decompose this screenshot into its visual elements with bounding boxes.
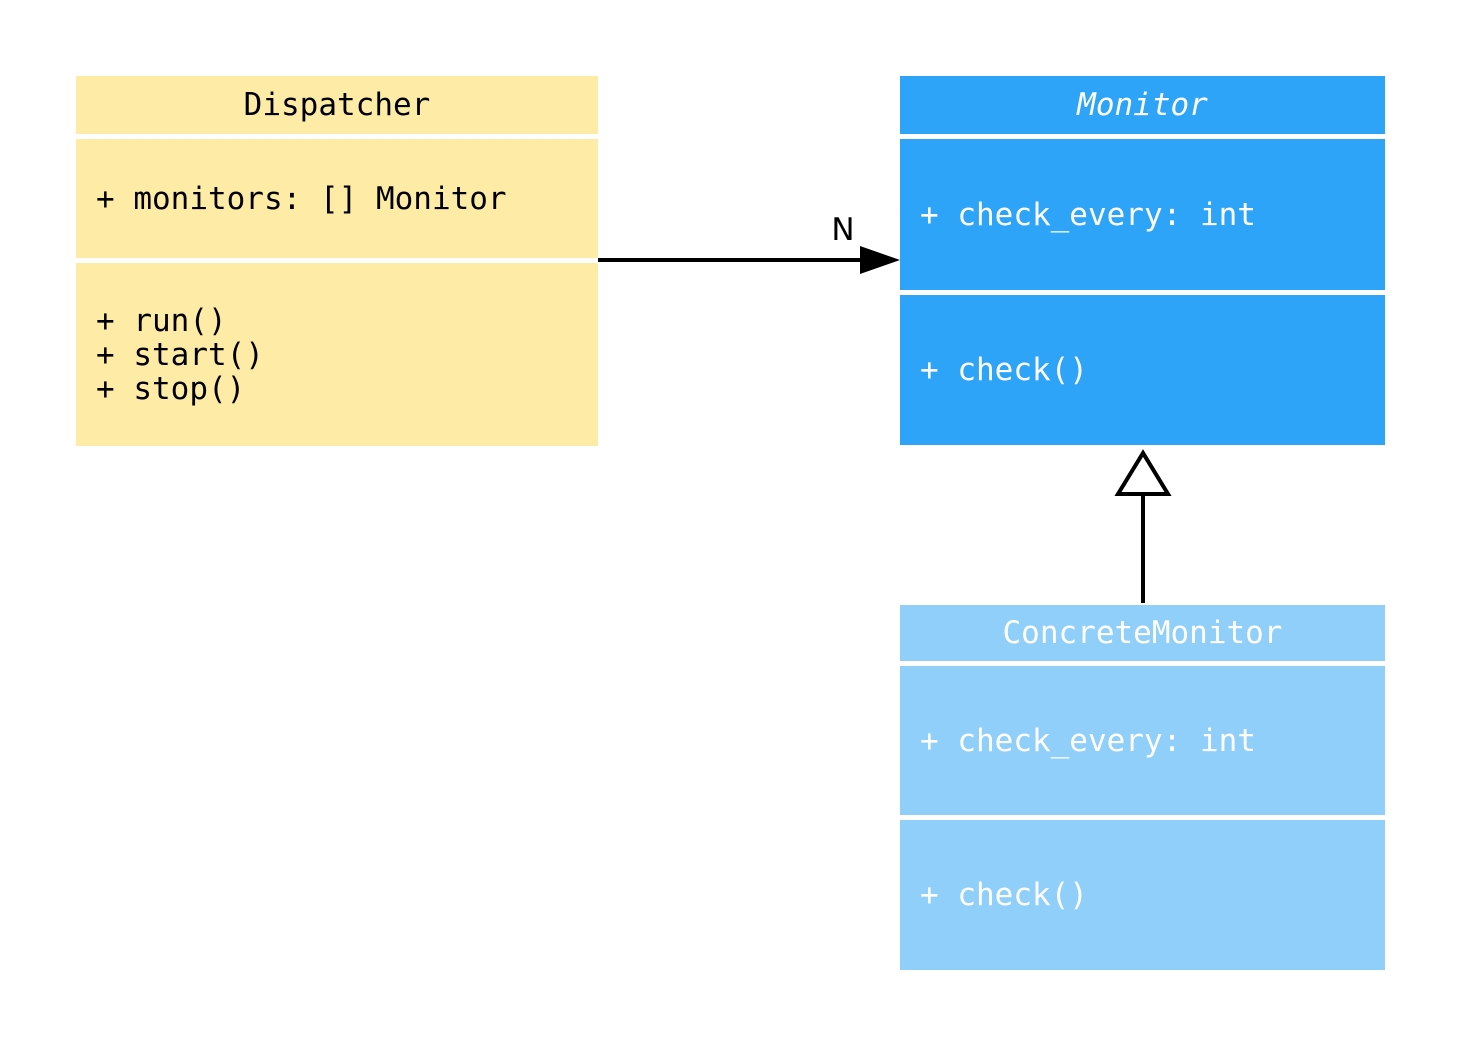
class-box-concrete-monitor: ConcreteMonitor + check_every: int + che… <box>900 605 1385 970</box>
class-methods-monitor: + check() <box>900 295 1385 445</box>
association-arrowhead-icon <box>860 246 900 274</box>
class-methods-dispatcher: + run() + start() + stop() <box>76 263 598 446</box>
class-title-concrete-monitor: ConcreteMonitor <box>900 605 1385 661</box>
class-attributes-dispatcher: + monitors: [] Monitor <box>76 139 598 258</box>
method-line: + run() <box>96 302 227 339</box>
method-line: + check() <box>920 352 1088 388</box>
association-edge: N <box>598 212 900 274</box>
attribute-line: + check_every: int <box>920 722 1256 759</box>
method-line: + check() <box>920 877 1088 913</box>
attribute-line: + check_every: int <box>920 196 1256 233</box>
method-line: + start() <box>96 336 264 373</box>
generalization-triangle-icon <box>1114 449 1172 496</box>
class-attributes-concrete-monitor: + check_every: int <box>900 666 1385 815</box>
generalization-edge <box>1114 449 1172 603</box>
class-title-monitor: Monitor <box>900 76 1385 134</box>
class-methods-concrete-monitor: + check() <box>900 820 1385 970</box>
method-line: + stop() <box>96 370 246 407</box>
attribute-line: + monitors: [] Monitor <box>96 180 507 217</box>
class-attributes-monitor: + check_every: int <box>900 139 1385 290</box>
class-title-dispatcher: Dispatcher <box>76 76 598 134</box>
association-multiplicity-label: N <box>831 212 854 248</box>
class-box-dispatcher: Dispatcher + monitors: [] Monitor + run(… <box>76 76 598 446</box>
class-box-monitor: Monitor + check_every: int + check() <box>900 76 1385 445</box>
